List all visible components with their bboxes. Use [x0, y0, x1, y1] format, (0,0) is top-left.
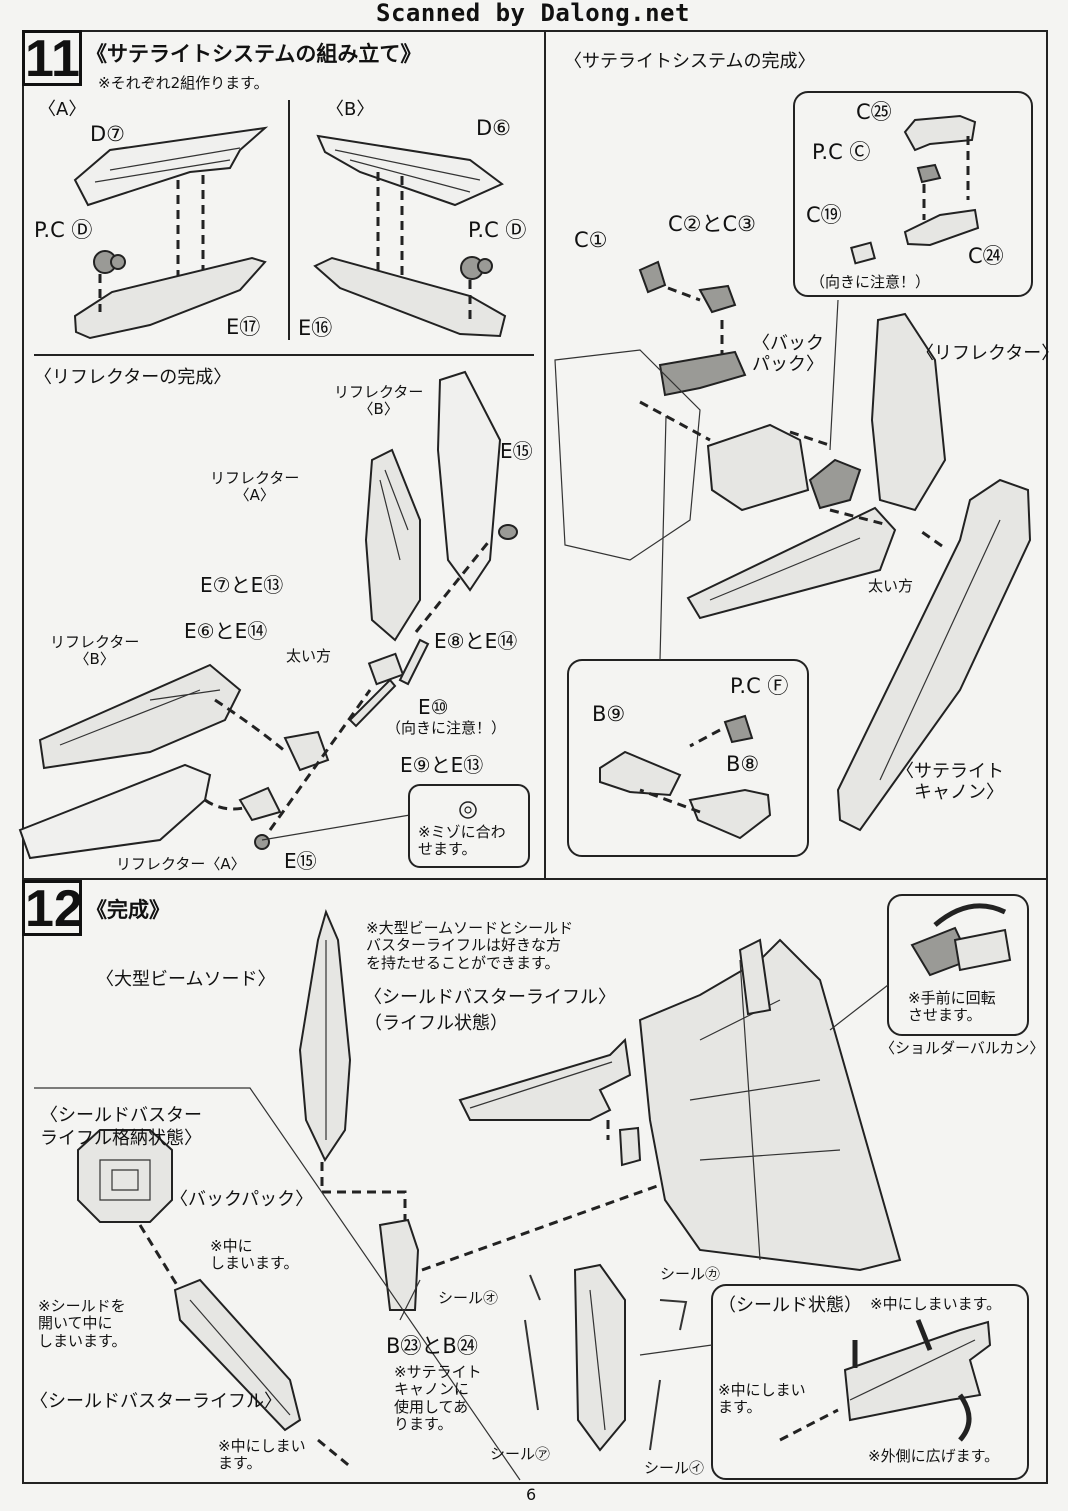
- sticker-i-label: シール㋑: [644, 1459, 705, 1477]
- watermark: Scanned by Dalong.net: [376, 0, 690, 27]
- reflector-b-left-label: リフレクター 〈B〉: [50, 633, 140, 669]
- step-11-title: 《サテライトシステムの組み立て》: [86, 42, 422, 66]
- e10-label: E⑩: [418, 695, 449, 719]
- c24-label: C㉔: [968, 244, 1004, 268]
- assembly-b-label: 〈B〉: [326, 99, 375, 120]
- e8-e14-label: E⑧とE⑭: [434, 629, 518, 653]
- shoulder-note: ※手前に回転 させます。: [908, 989, 996, 1025]
- reflector-b-top-label: リフレクター 〈B〉: [334, 383, 424, 419]
- open-shield-note: ※シールドを 開いて中に しまいます。: [38, 1297, 127, 1350]
- store-inside-bottom-note: ※中にしまい ます。: [218, 1437, 306, 1473]
- sticker-a-label: シール㋐: [490, 1445, 551, 1463]
- choose-note: ※大型ビームソードとシールド バスターライフルは好きな方 を持たせることができま…: [366, 919, 574, 972]
- step-11-number: 11: [22, 30, 82, 86]
- c25-label: C㉕: [856, 100, 892, 124]
- rifle-label: 〈シールドバスターライフル〉: [364, 987, 616, 1008]
- page-frame: [22, 30, 1048, 1484]
- reflector-a-bottom-label: リフレクター〈A〉: [116, 855, 246, 873]
- assembly-b-bottom-part: E⑯: [298, 316, 333, 340]
- pc-f-label: P.C Ⓕ: [730, 674, 789, 698]
- assembly-a-label: 〈A〉: [38, 99, 87, 120]
- step-12-title: 《完成》: [86, 898, 170, 922]
- groove-icon: [459, 801, 477, 819]
- assembly-a-bottom-part: E⑰: [226, 315, 261, 339]
- beam-sword-label: 〈大型ビームソード〉: [96, 969, 276, 990]
- orientation-note: （向きに注意！）: [810, 273, 931, 291]
- rifle-bottom-label: 〈シールドバスターライフル〉: [30, 1391, 282, 1412]
- groove-note-box: ※ミゾに合わ せます。: [408, 784, 530, 868]
- e7-e13-label: E⑦とE⑬: [200, 573, 284, 597]
- c1-label: C①: [574, 228, 608, 252]
- store-inside-note: ※中に しまいます。: [210, 1237, 299, 1273]
- b9-label: B⑨: [592, 702, 626, 726]
- shield-store-note: ※中にしまいます。: [870, 1295, 1002, 1313]
- reflector-heading: 〈リフレクターの完成〉: [34, 367, 232, 388]
- rifle-state-label: （ライフル状態）: [364, 1013, 508, 1034]
- groove-note: ※ミゾに合わ せます。: [418, 823, 506, 859]
- page-number: 6: [526, 1485, 537, 1504]
- b8-label: B⑧: [726, 752, 760, 776]
- shield-spread-note: ※外側に広げます。: [868, 1447, 1000, 1465]
- shield-state-label: （シールド状態）: [718, 1295, 862, 1316]
- e9-e13-label: E⑨とE⑬: [400, 753, 484, 777]
- step-11-note: ※それぞれ2組作ります。: [98, 74, 269, 92]
- assembly-b-pc: P.C Ⓓ: [468, 218, 527, 242]
- pc-c-label: P.C Ⓒ: [812, 140, 871, 164]
- b-note: ※サテライト キャノンに 使用してあ ります。: [394, 1363, 482, 1433]
- backpack-label: 〈バック パック〉: [752, 333, 824, 375]
- c2-c3-label: C②とC③: [668, 212, 756, 236]
- satellite-heading: 〈サテライトシステムの完成〉: [564, 51, 816, 72]
- assembly-b-top-part: D⑥: [476, 116, 511, 140]
- reflector-divider: [34, 354, 534, 356]
- satellite-cannon-label: 〈サテライト キャノン〉: [896, 761, 1004, 803]
- step-12-number: 12: [22, 880, 83, 936]
- backpack-storage-label: 〈バックパック〉: [170, 1189, 314, 1210]
- b23-b24-label: B㉓とB㉔: [386, 1334, 478, 1358]
- assembly-a-pc: P.C Ⓓ: [34, 218, 93, 242]
- sticker-ka-label: シール㋕: [660, 1265, 721, 1283]
- column-divider: [544, 32, 546, 878]
- reflector-label: 〈リフレクター〉: [916, 343, 1060, 364]
- assembly-a-top-part: D⑦: [90, 122, 125, 146]
- e6-e14-label: E⑥とE⑭: [184, 619, 268, 643]
- e15-top-label: E⑮: [500, 439, 533, 463]
- step-divider: [22, 878, 1046, 880]
- satellite-thick-side: 太い方: [868, 577, 914, 595]
- e10-note: （向きに注意！）: [386, 719, 507, 737]
- ab-divider: [288, 100, 290, 340]
- e15-bottom-label: E⑮: [284, 849, 317, 873]
- shoulder-vulcan-label: 〈ショルダーバルカン〉: [880, 1039, 1045, 1057]
- reflector-a-top-label: リフレクター 〈A〉: [210, 469, 300, 505]
- thick-side-label: 太い方: [286, 647, 332, 665]
- sticker-o-label: シール㋔: [438, 1289, 499, 1307]
- shield-store-left-note: ※中にしまい ます。: [718, 1381, 806, 1417]
- storage-heading: 〈シールドバスター ライフル格納状態〉: [40, 1105, 202, 1150]
- c19-label: C⑲: [806, 203, 842, 227]
